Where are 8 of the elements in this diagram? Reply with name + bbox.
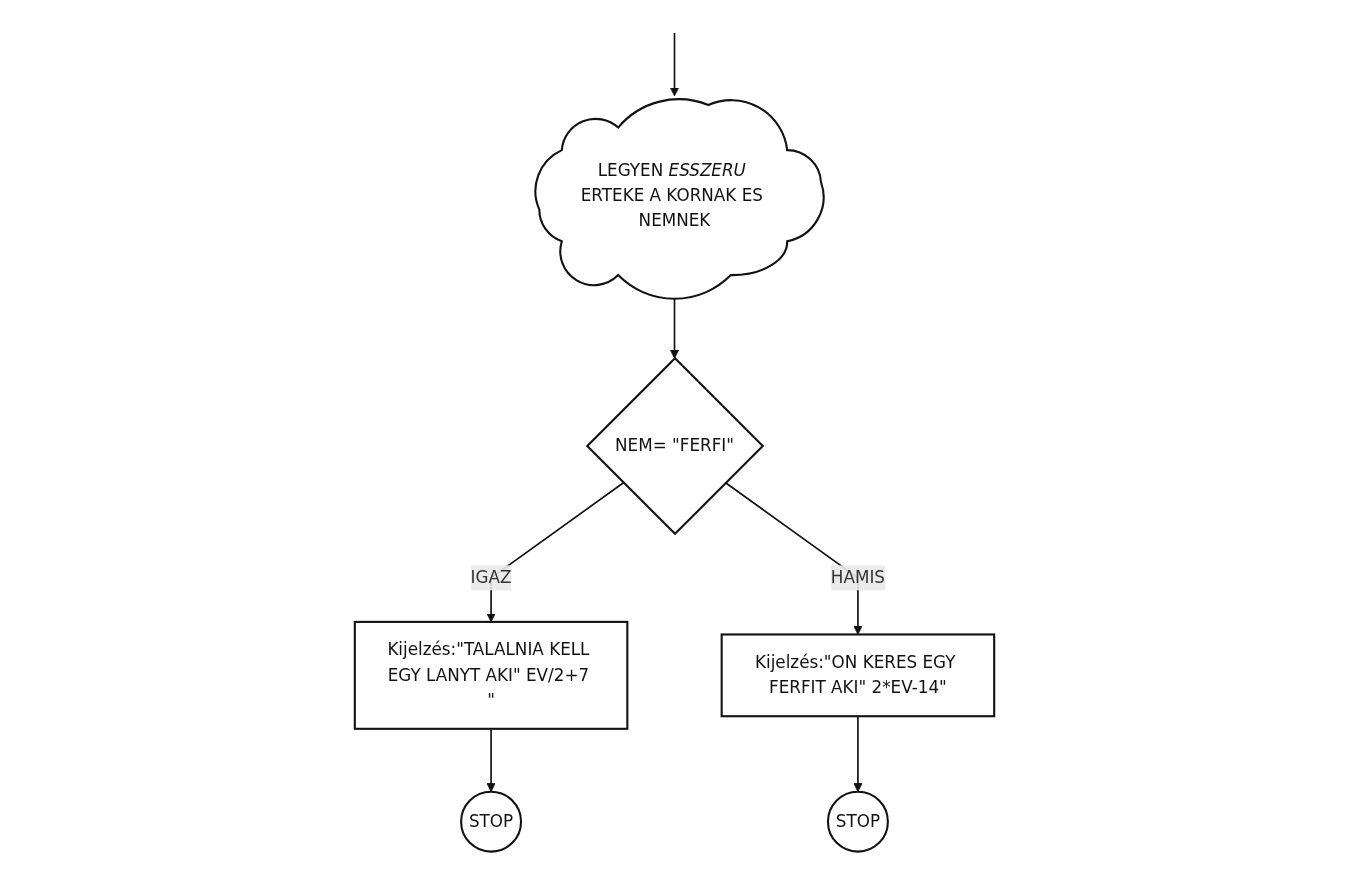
edge-label: IGAZ: [470, 567, 512, 588]
node-circle: STOP: [826, 790, 889, 853]
node-box: Kijelzés:"ON KERES EGY FERFIT AKI" 2*EV-14": [720, 633, 996, 718]
node-circle: STOP: [460, 790, 523, 853]
arrow: [669, 32, 680, 97]
node-diamond: NEM= "FERFI": [585, 356, 765, 536]
node-box: Kijelzés:"TALALNIA KELL EGY LANYT AKI" EV/2+7 ": [353, 620, 629, 730]
edge-label: HAMIS: [830, 567, 885, 588]
